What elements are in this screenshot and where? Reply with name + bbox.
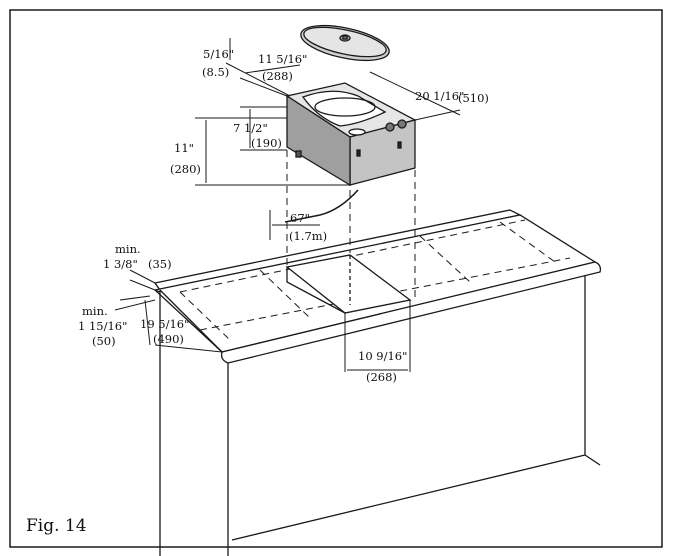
dim-front-label: min.	[82, 304, 108, 318]
dim-width-mm: (288)	[262, 69, 293, 83]
projection-lines	[286, 150, 416, 298]
dimension-lines	[114, 38, 461, 372]
control-knob-icon	[397, 119, 407, 129]
dim-cutout-in: 10 9/16"	[358, 349, 407, 363]
dim-backsplash-in: 1 3/8"	[103, 257, 138, 271]
dim-backsplash-label: min.	[115, 242, 141, 256]
figure-caption: Fig. 14	[26, 516, 87, 536]
counter-guides	[179, 219, 571, 341]
warming-drawer-appliance	[285, 82, 417, 187]
dim-height-total-mm: (280)	[170, 162, 201, 176]
dim-lid-edge-mm: (8.5)	[202, 65, 229, 79]
lid-icon	[300, 24, 390, 62]
dim-depth-mm: (510)	[458, 91, 489, 105]
dim-depth-in: 20 1/16"	[415, 89, 464, 103]
dim-cord-in: 67"	[290, 211, 310, 225]
dim-height-body-mm: (190)	[251, 136, 282, 150]
power-cord	[284, 189, 359, 223]
dim-cord-mm: (1.7m)	[289, 229, 327, 243]
dim-lid-edge-in: 5/16"	[203, 47, 234, 61]
dim-counter-depth-in: 19 5/16"	[140, 317, 189, 331]
dim-height-total-in: 11"	[174, 141, 194, 155]
dim-cutout-mm: (268)	[366, 370, 397, 384]
dim-height-body-in: 7 1/2"	[233, 121, 268, 135]
dim-front-in: 1 15/16"	[78, 319, 127, 333]
dim-counter-depth-mm: (490)	[153, 332, 184, 346]
dim-backsplash-mm: (35)	[148, 257, 172, 271]
figure-border	[9, 9, 663, 548]
dim-front-mm: (50)	[92, 334, 116, 348]
control-knob-icon	[385, 122, 395, 132]
dim-width-in: 11 5/16"	[258, 52, 307, 66]
dimension-labels: 5/16" (8.5) 11 5/16" (288) 20 1/16" (510…	[78, 47, 489, 384]
